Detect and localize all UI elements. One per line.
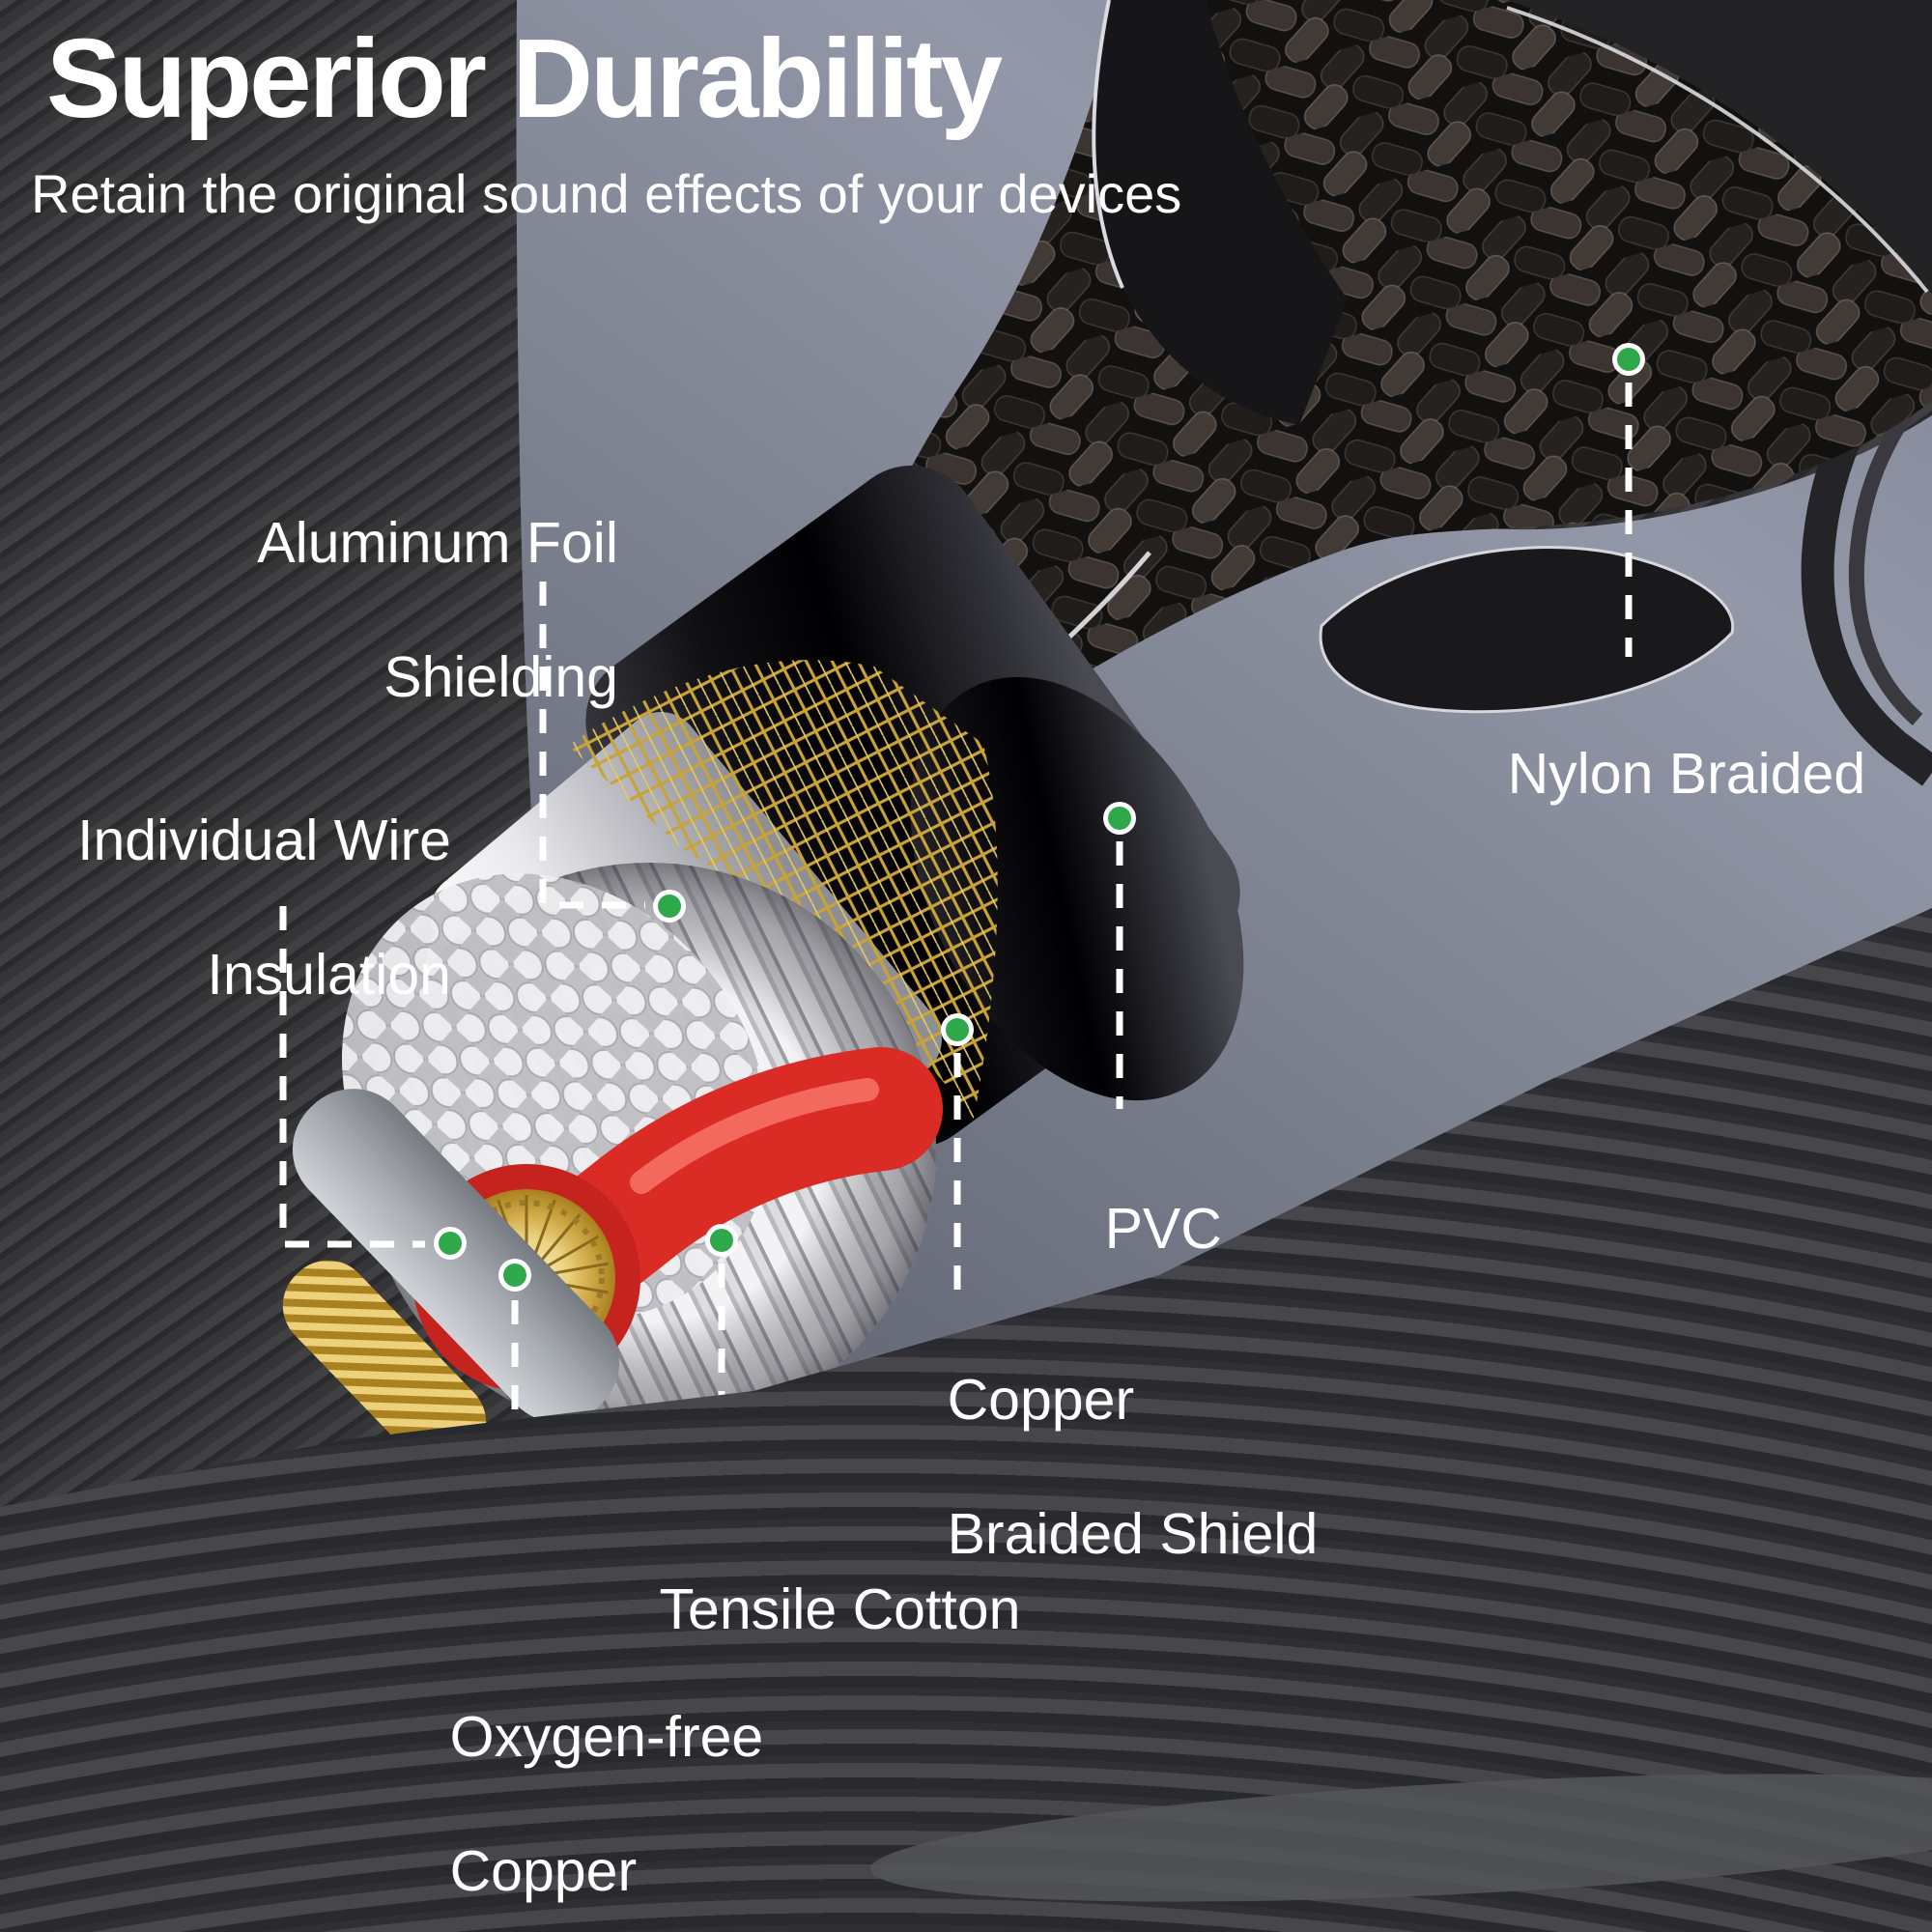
- marker-dot-oxygen-free-icon: [498, 1259, 531, 1292]
- leader-individual-wire: [279, 906, 425, 1248]
- marker-dot-individual-wire-icon: [434, 1227, 467, 1260]
- leader-aluminum-foil: [539, 582, 645, 909]
- callout-line: Copper: [449, 1838, 638, 1903]
- callout-individual-wire-insulation: Individual Wire Insulation: [14, 740, 451, 1076]
- callout-oxygen-free-copper: Oxygen-free Copper: [386, 1636, 764, 1932]
- callout-line: Insulation: [207, 942, 451, 1007]
- callout-line: Braided Shield: [947, 1501, 1319, 1566]
- marker-dot-nylon-braided-icon: [1612, 343, 1645, 376]
- callout-tensile-cotton: Tensile Cotton: [597, 1509, 1021, 1711]
- callout-line: Nylon Braided: [1507, 741, 1866, 806]
- marker-dot-aluminum-foil-icon: [653, 890, 686, 923]
- marker-dot-pvc-icon: [1103, 802, 1136, 835]
- top-right-dark-corner: [1507, 0, 1932, 295]
- marker-dot-tensile-cotton-icon: [705, 1224, 738, 1257]
- dark-strip-highlight: [1092, 0, 1124, 289]
- callout-pvc: PVC: [1041, 1128, 1222, 1330]
- page-subtitle: Retain the original sound effects of you…: [31, 163, 1182, 224]
- dark-cable-strip: [1094, 0, 1348, 425]
- callout-line: Shielding: [384, 644, 618, 709]
- callout-line: Tensile Cotton: [659, 1577, 1021, 1641]
- callout-line: Oxygen-free: [449, 1704, 764, 1769]
- callout-aluminum-foil-shielding: Aluminum Foil Shielding: [197, 442, 618, 779]
- marker-dots: [434, 343, 1645, 1292]
- braid-fold-opening: [1319, 546, 1735, 714]
- callout-copper-braided-shield: Copper Braided Shield: [884, 1299, 1319, 1635]
- callout-nylon-braided: Nylon Braided: [1444, 673, 1866, 875]
- marker-dot-copper-braided-icon: [941, 1013, 974, 1046]
- callout-line: Aluminum Foil: [257, 510, 618, 575]
- callout-line: PVC: [1104, 1196, 1222, 1261]
- page-title: Superior Durability: [46, 15, 1003, 141]
- callout-line: Individual Wire: [77, 808, 451, 872]
- callout-line: Copper: [947, 1367, 1135, 1432]
- stripped-copper-tip: [282, 1260, 487, 1468]
- braid-silhouette-highlight: [1506, 6, 1929, 294]
